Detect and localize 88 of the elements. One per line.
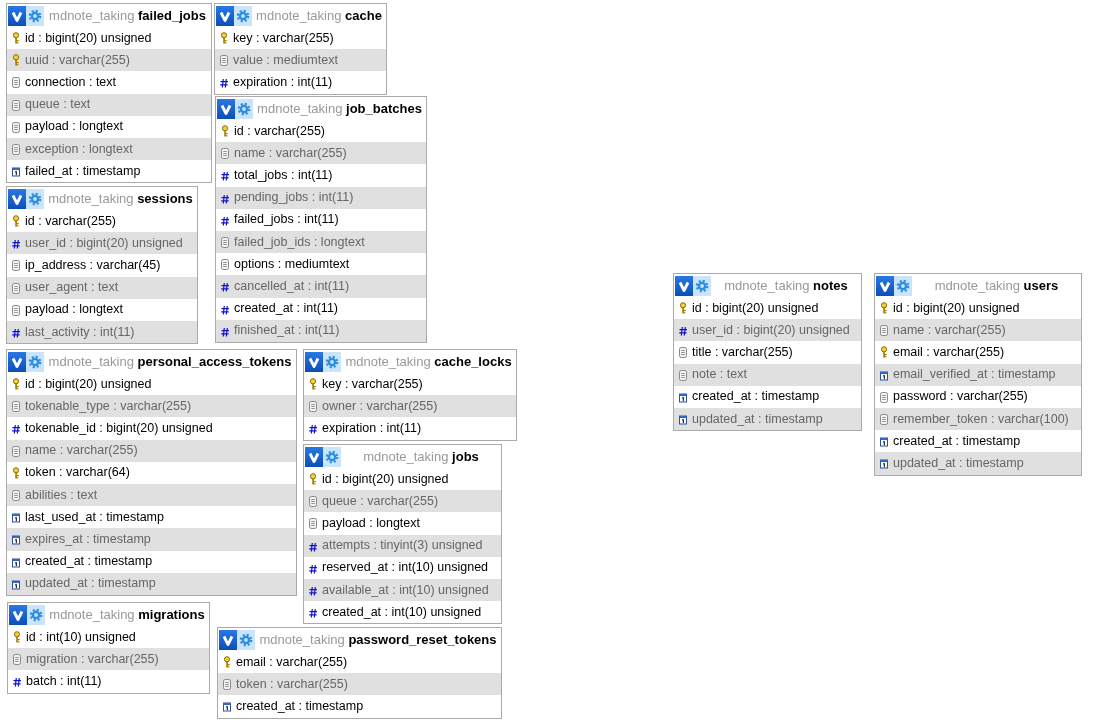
column-label: user_id : bigint(20) unsigned bbox=[25, 235, 183, 251]
table-card bbox=[6, 3, 212, 184]
column-label: name : varchar(255) bbox=[25, 443, 138, 459]
column-label: failed_jobs : int(11) bbox=[234, 212, 339, 228]
column-label: user_id : bigint(20) unsigned bbox=[692, 322, 850, 338]
table-title: mdnote_taking sessions bbox=[48, 190, 193, 207]
column-label: created_at : timestamp bbox=[692, 389, 820, 405]
column-label: id : int(10) unsigned bbox=[26, 629, 136, 645]
column-label: title : varchar(255) bbox=[692, 344, 793, 360]
table-card bbox=[6, 349, 297, 596]
column-label: reserved_at : int(10) unsigned bbox=[322, 560, 489, 576]
column-label: finished_at : int(11) bbox=[234, 323, 340, 339]
column-label: id : varchar(255) bbox=[234, 123, 325, 139]
column-label: failed_job_ids : longtext bbox=[234, 234, 365, 250]
column-label: batch : int(11) bbox=[26, 673, 102, 689]
column-label: key : varchar(255) bbox=[233, 30, 334, 46]
column-label: expires_at : timestamp bbox=[25, 531, 151, 547]
column-label: queue : varchar(255) bbox=[322, 493, 439, 509]
table-card bbox=[215, 96, 427, 343]
column-label: id : varchar(255) bbox=[25, 213, 116, 229]
column-label: updated_at : timestamp bbox=[692, 411, 823, 427]
table-card bbox=[214, 3, 387, 95]
column-label: expiration : int(11) bbox=[233, 74, 333, 90]
table-title: mdnote_taking cache_locks bbox=[345, 353, 512, 370]
column-label: updated_at : timestamp bbox=[893, 455, 1024, 471]
column-label: created_at : timestamp bbox=[893, 433, 1021, 449]
column-label: tokenable_type : varchar(255) bbox=[25, 398, 192, 414]
column-label: ip_address : varchar(45) bbox=[25, 257, 161, 273]
table-card bbox=[217, 627, 502, 719]
column-label: name : varchar(255) bbox=[893, 322, 1006, 338]
column-label: email : varchar(255) bbox=[236, 654, 348, 670]
column-label: email_verified_at : timestamp bbox=[893, 367, 1056, 383]
column-label: owner : varchar(255) bbox=[322, 398, 438, 414]
table-card bbox=[303, 444, 502, 625]
column-label: cancelled_at : int(11) bbox=[234, 278, 350, 294]
column-label: payload : longtext bbox=[25, 302, 123, 318]
column-label: password : varchar(255) bbox=[893, 389, 1028, 405]
column-label: id : bigint(20) unsigned bbox=[25, 376, 152, 392]
column-label: id : bigint(20) unsigned bbox=[25, 30, 152, 46]
table-title: mdnote_taking job_batches bbox=[257, 100, 422, 117]
column-label: exception : longtext bbox=[25, 141, 133, 157]
column-label: key : varchar(255) bbox=[322, 376, 423, 392]
column-label: created_at : timestamp bbox=[236, 698, 364, 714]
column-label: tokenable_id : bigint(20) unsigned bbox=[25, 420, 213, 436]
table-title: mdnote_taking personal_access_tokens bbox=[48, 353, 292, 370]
column-label: queue : text bbox=[25, 97, 91, 113]
column-label: email : varchar(255) bbox=[893, 344, 1005, 360]
column-label: attempts : tinyint(3) unsigned bbox=[322, 538, 483, 554]
table-title: mdnote_taking cache bbox=[256, 7, 382, 24]
table-card bbox=[6, 186, 198, 345]
column-label: id : bigint(20) unsigned bbox=[692, 300, 819, 316]
column-label: token : varchar(64) bbox=[25, 465, 130, 481]
table-title: mdnote_taking failed_jobs bbox=[49, 7, 206, 24]
column-label: migration : varchar(255) bbox=[26, 651, 159, 667]
column-label: failed_at : timestamp bbox=[25, 163, 141, 179]
column-label: value : mediumtext bbox=[233, 52, 338, 68]
column-label: total_jobs : int(11) bbox=[234, 167, 333, 183]
column-label: id : bigint(20) unsigned bbox=[322, 471, 449, 487]
column-label: id : bigint(20) unsigned bbox=[893, 300, 1020, 316]
column-label: updated_at : timestamp bbox=[25, 576, 156, 592]
column-label: note : text bbox=[692, 367, 747, 383]
column-label: remember_token : varchar(100) bbox=[893, 411, 1069, 427]
column-label: created_at : int(10) unsigned bbox=[322, 604, 482, 620]
column-label: expiration : int(11) bbox=[322, 420, 422, 436]
column-label: options : mediumtext bbox=[234, 256, 350, 272]
table-title: mdnote_taking jobs bbox=[363, 448, 479, 465]
column-label: pending_jobs : int(11) bbox=[234, 190, 354, 206]
column-label: uuid : varchar(255) bbox=[25, 52, 130, 68]
column-label: connection : text bbox=[25, 74, 117, 90]
column-label: abilities : text bbox=[25, 487, 98, 503]
column-label: created_at : timestamp bbox=[25, 554, 153, 570]
column-label: last_activity : int(11) bbox=[25, 324, 135, 340]
column-label: user_agent : text bbox=[25, 280, 119, 296]
column-label: payload : longtext bbox=[322, 515, 420, 531]
column-label: created_at : int(11) bbox=[234, 301, 338, 317]
column-label: name : varchar(255) bbox=[234, 145, 347, 161]
table-card bbox=[673, 273, 862, 432]
table-card bbox=[303, 349, 517, 441]
table-title: mdnote_taking notes bbox=[724, 277, 848, 294]
table-title: mdnote_taking users bbox=[934, 277, 1059, 294]
column-label: available_at : int(10) unsigned bbox=[322, 582, 489, 598]
table-title: mdnote_taking migrations bbox=[49, 606, 205, 623]
column-label: token : varchar(255) bbox=[236, 676, 348, 692]
column-label: last_used_at : timestamp bbox=[25, 509, 164, 525]
table-card bbox=[874, 273, 1082, 476]
column-label: payload : longtext bbox=[25, 119, 123, 135]
table-card bbox=[7, 602, 210, 694]
table-title: mdnote_taking password_reset_tokens bbox=[259, 631, 497, 648]
